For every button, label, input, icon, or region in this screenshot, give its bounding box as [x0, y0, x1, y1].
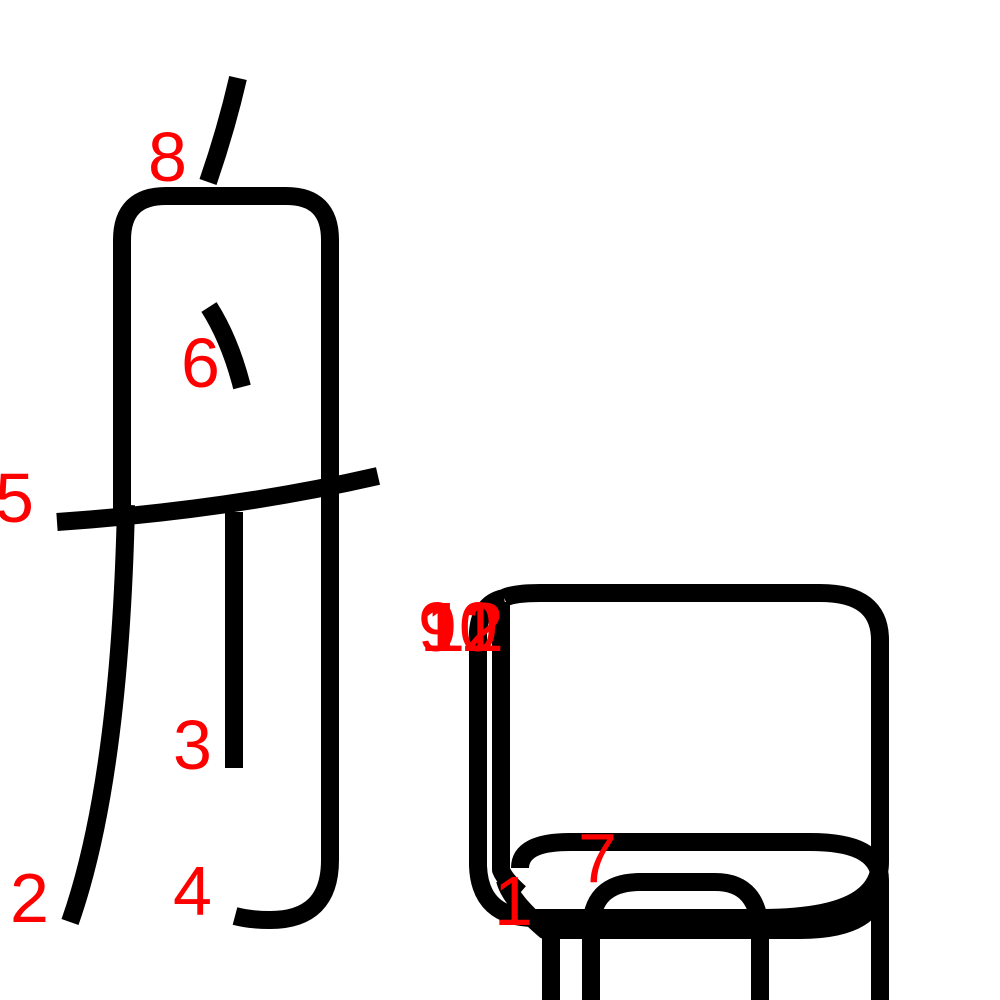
order-number-2: 2: [10, 859, 49, 937]
stroke-6-dot: [201, 302, 251, 390]
order-number-12: 12: [426, 588, 504, 666]
order-number-8: 8: [148, 118, 187, 196]
order-number-7: 7: [578, 819, 617, 897]
order-number-1: 1: [494, 862, 533, 940]
order-numbers: 1 2 3 4 5 6 7 8 9 10 11 12: [0, 118, 617, 940]
stroke-box-outline: [113, 187, 339, 929]
order-number-10: 10: [420, 588, 498, 666]
right-character: [469, 584, 889, 1000]
order-number-6: 6: [181, 324, 220, 402]
stroke-8-slash: [199, 75, 247, 185]
order-number-11: 11: [426, 588, 499, 666]
order-number-4: 4: [173, 852, 212, 930]
stroke-outer-box: [469, 584, 889, 927]
stroke-2-left-sweep: [61, 504, 135, 925]
left-character: [56, 75, 381, 929]
stroke-5-horizontal: [56, 467, 381, 531]
stroke-arch: [582, 873, 769, 1000]
order-number-5: 5: [0, 459, 34, 537]
order-number-3: 3: [173, 706, 212, 784]
order-number-9: 9: [418, 588, 457, 666]
